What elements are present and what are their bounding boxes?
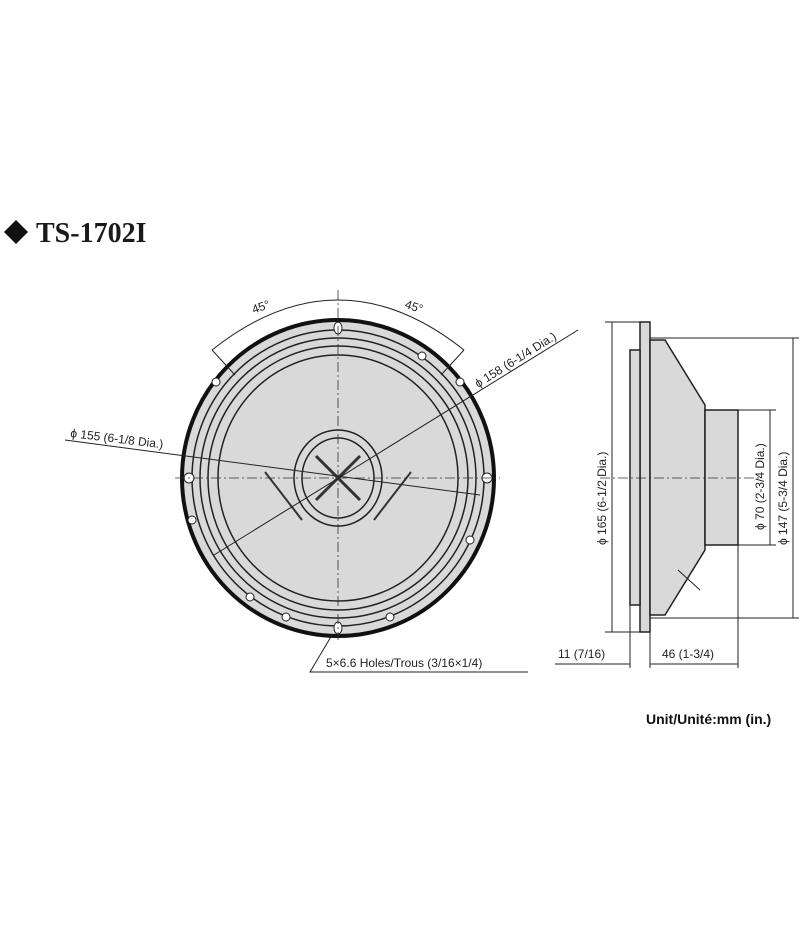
dia-147-label: ϕ 147 (5-3/4 Dia.) — [776, 452, 790, 545]
dia-165-label: ϕ 165 (6-1/2 Dia.) — [595, 452, 609, 545]
angle-right-label: 45° — [403, 297, 425, 316]
dia-158-leader — [213, 329, 579, 556]
basket — [649, 339, 706, 616]
flange — [639, 321, 651, 633]
dia-70-label: ϕ 70 (2-3/4 Dia.) — [753, 443, 767, 530]
terminal — [677, 569, 701, 591]
diamond-bullet-icon — [4, 220, 28, 244]
front-view: 45° 45° ϕ 158 (6-1/4 Dia.) ϕ 155 (6-1/8 … — [64, 290, 579, 673]
side-view: ϕ 165 (6-1/2 Dia.) ϕ 70 (2-3/4 Dia.) ϕ 1… — [555, 321, 799, 668]
holes-label: 5×6.6 Holes/Trous (3/16×1/4) — [326, 656, 482, 670]
holes-leader — [309, 634, 528, 673]
magnet — [704, 409, 739, 546]
dia-158-label: ϕ 158 (6-1/4 Dia.) — [472, 329, 559, 390]
depth-flange-label: 11 (7/16) — [558, 647, 605, 661]
depth-mount-label: 46 (1-3/4) — [662, 647, 714, 661]
angle-extension-left — [211, 349, 236, 376]
model-title: TS-1702I — [36, 218, 146, 249]
tweeter-bracket — [264, 471, 412, 521]
gasket — [629, 349, 641, 606]
unit-label: Unit/Unité:mm (in.) — [646, 711, 771, 727]
mounting-holes — [183, 321, 493, 635]
dia-155-leader — [64, 439, 481, 496]
dia-155-label: ϕ 155 (6-1/8 Dia.) — [70, 426, 164, 451]
angle-arc — [211, 299, 465, 351]
angle-left-label: 45° — [250, 297, 272, 316]
angle-extension-right — [440, 349, 465, 376]
